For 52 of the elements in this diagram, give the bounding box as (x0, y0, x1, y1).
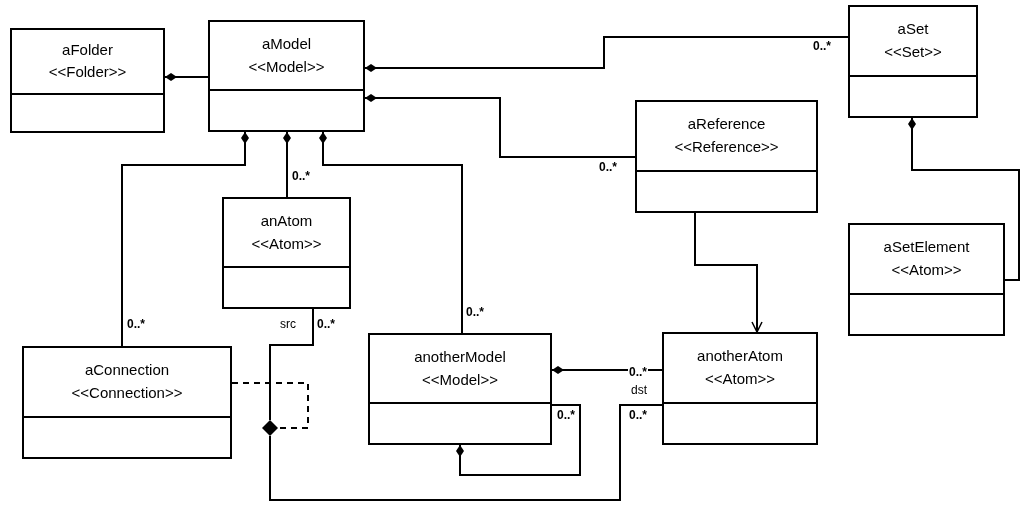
connector (121, 131, 249, 347)
dashed-connector (231, 382, 309, 429)
connector (364, 94, 636, 158)
stereotype: <<Atom>> (251, 234, 322, 254)
class-box (368, 333, 552, 445)
class-name: anAtom (260, 211, 313, 231)
stereotype: <<Connection>> (71, 383, 183, 403)
class-name: aFolder (62, 40, 113, 60)
connector (319, 131, 463, 334)
class-box (208, 20, 365, 132)
stereotype: <<Reference>> (674, 137, 779, 157)
multiplicity-label: 0..* (598, 161, 618, 173)
connector (269, 308, 314, 421)
multiplicity-label: 0..* (316, 318, 336, 330)
stereotype: <<Atom>> (891, 260, 962, 280)
stereotype: <<Model>> (248, 57, 325, 77)
class-box (10, 28, 165, 133)
connector (269, 404, 663, 501)
class-name: anotherModel (414, 347, 506, 367)
class-box (222, 197, 351, 309)
connector (694, 212, 763, 333)
multiplicity-label: 0..* (812, 40, 832, 52)
connector (456, 404, 581, 476)
connector (551, 366, 663, 374)
connector (364, 36, 849, 72)
multiplicity-label: 0..* (628, 366, 648, 378)
role-label: dst (630, 384, 648, 396)
class-name: anotherAtom (697, 347, 783, 366)
multiplicity-label: 0..* (556, 409, 576, 421)
multiplicity-label: 0..* (126, 318, 146, 330)
connector (908, 117, 1020, 281)
class-box (635, 100, 818, 213)
class-name: aConnection (84, 361, 170, 380)
diamond-shape (262, 420, 278, 436)
connector (164, 73, 209, 81)
class-name: aSetElement (883, 238, 970, 257)
class-box (848, 5, 978, 118)
multiplicity-label: 0..* (465, 306, 485, 318)
stereotype: <<Atom>> (704, 369, 776, 389)
connector (283, 131, 291, 198)
multiplicity-label: 0..* (291, 170, 311, 182)
class-name: aSet (897, 20, 929, 39)
class-box (848, 223, 1005, 336)
class-name: aReference (687, 115, 766, 134)
multiplicity-label: 0..* (628, 409, 648, 421)
stereotype: <<Folder>> (48, 63, 127, 83)
stereotype: <<Model>> (422, 370, 498, 390)
class-box (662, 332, 818, 445)
class-name: aModel (261, 34, 312, 54)
class-box (22, 346, 232, 459)
stereotype: <<Set>> (884, 42, 942, 62)
role-label: src (279, 318, 297, 330)
